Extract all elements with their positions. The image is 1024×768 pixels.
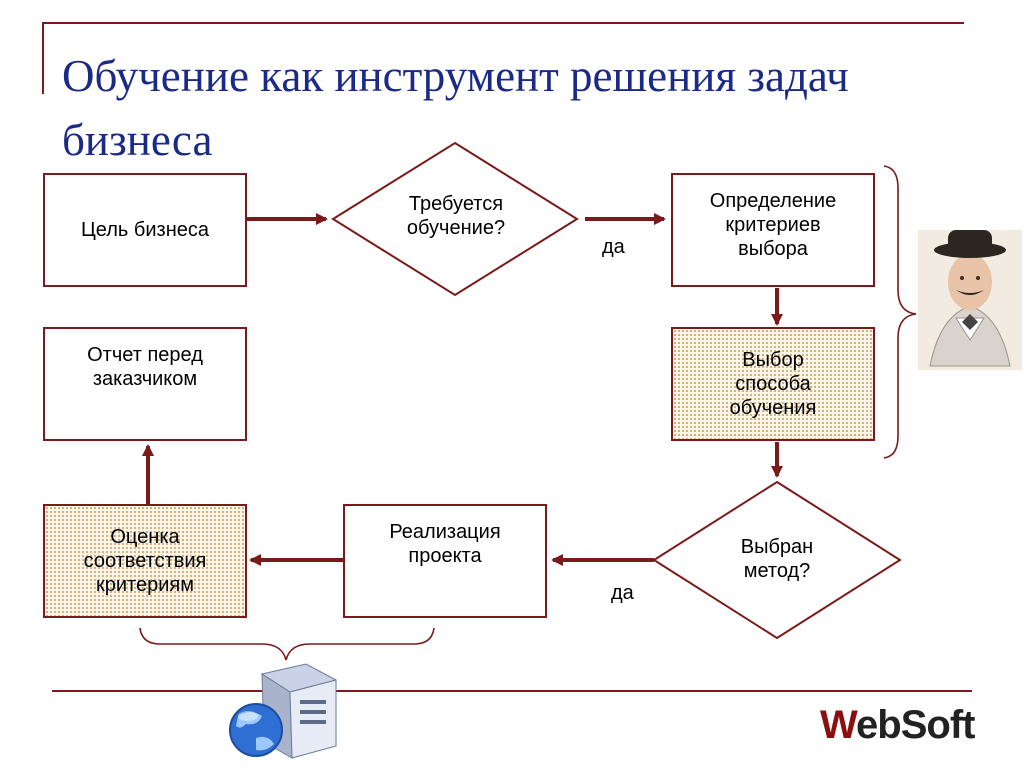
node-define-criteria-label: Определение критериев выбора — [709, 190, 837, 260]
node-business-goal-label: Цель бизнеса — [81, 219, 209, 241]
right-brace — [883, 165, 917, 459]
edge-label-yes-top: да — [602, 236, 625, 258]
node-customer-report: Отчет перед заказчиком — [43, 327, 247, 441]
node-choose-method: Выбор способа обучения — [671, 327, 875, 441]
websoft-logo-text: ebSoft — [856, 703, 975, 747]
decision-training-required-label: Требуется обучение? — [406, 193, 506, 239]
decision-diamond-method — [652, 480, 902, 640]
server-globe-icon — [229, 663, 338, 759]
node-define-criteria: Определение критериев выбора — [671, 173, 875, 287]
node-criteria-evaluation-label: Оценка соответствия критериям — [83, 526, 207, 596]
decision-diamond-training — [331, 141, 579, 297]
node-project-implementation: Реализация проекта — [343, 504, 547, 618]
bottom-brace — [139, 627, 435, 661]
title-side-rule — [42, 22, 44, 94]
websoft-logo-w: W — [820, 703, 857, 747]
node-criteria-evaluation: Оценка соответствия критериям — [43, 504, 247, 618]
slide-title: Обучение как инструмент решения задач би… — [62, 51, 849, 165]
node-project-implementation-label: Реализация проекта — [389, 521, 501, 567]
bottom-rule — [52, 690, 972, 692]
edge-label-yes-bottom: да — [611, 582, 634, 604]
node-business-goal: Цель бизнеса — [43, 173, 247, 287]
node-choose-method-label: Выбор способа обучения — [729, 349, 817, 419]
detective-portrait-icon — [918, 230, 1022, 370]
top-rule — [42, 22, 964, 24]
websoft-logo: WebSoft — [820, 700, 975, 750]
node-customer-report-label: Отчет перед заказчиком — [87, 344, 203, 390]
decision-method-chosen-label: Выбран метод? — [740, 536, 814, 582]
